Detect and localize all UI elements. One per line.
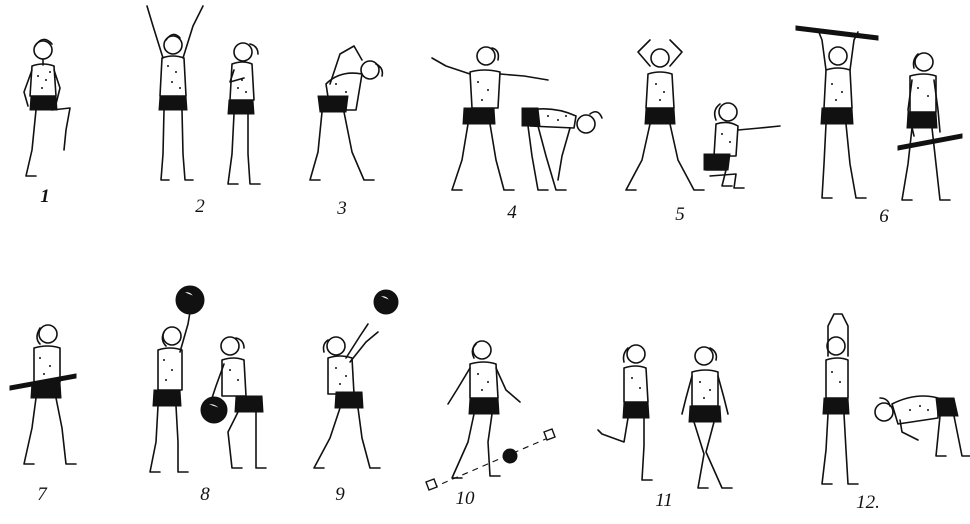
figure-10-drawing (425, 340, 556, 491)
figure-label-3: 3 (337, 198, 347, 219)
figure-2-drawing (146, 5, 261, 185)
figure-11-drawing (597, 344, 733, 489)
figure-label-6: 6 (879, 206, 889, 227)
figure-label-4: 4 (507, 202, 517, 223)
figure-label-12: 12. (856, 492, 880, 513)
figure-9-drawing (313, 289, 399, 469)
figure-label-7: 7 (37, 484, 47, 505)
figure-6-drawing (795, 25, 963, 201)
figure-8-drawing (149, 285, 267, 473)
figure-label-9: 9 (335, 484, 345, 505)
figure-label-11: 11 (655, 490, 673, 511)
figure-label-10: 10 (455, 488, 475, 509)
figure-label-5: 5 (675, 204, 685, 225)
figure-4-drawing (431, 46, 603, 191)
figure-label-8: 8 (200, 484, 210, 505)
figure-5-drawing (625, 39, 781, 191)
figure-12-drawing (821, 313, 970, 485)
figure-7-drawing (9, 324, 77, 465)
figure-label-2: 2 (195, 196, 205, 217)
figure-3-drawing (309, 45, 384, 181)
figure-label-1: 1 (40, 186, 50, 207)
figure-1-drawing (23, 38, 71, 177)
